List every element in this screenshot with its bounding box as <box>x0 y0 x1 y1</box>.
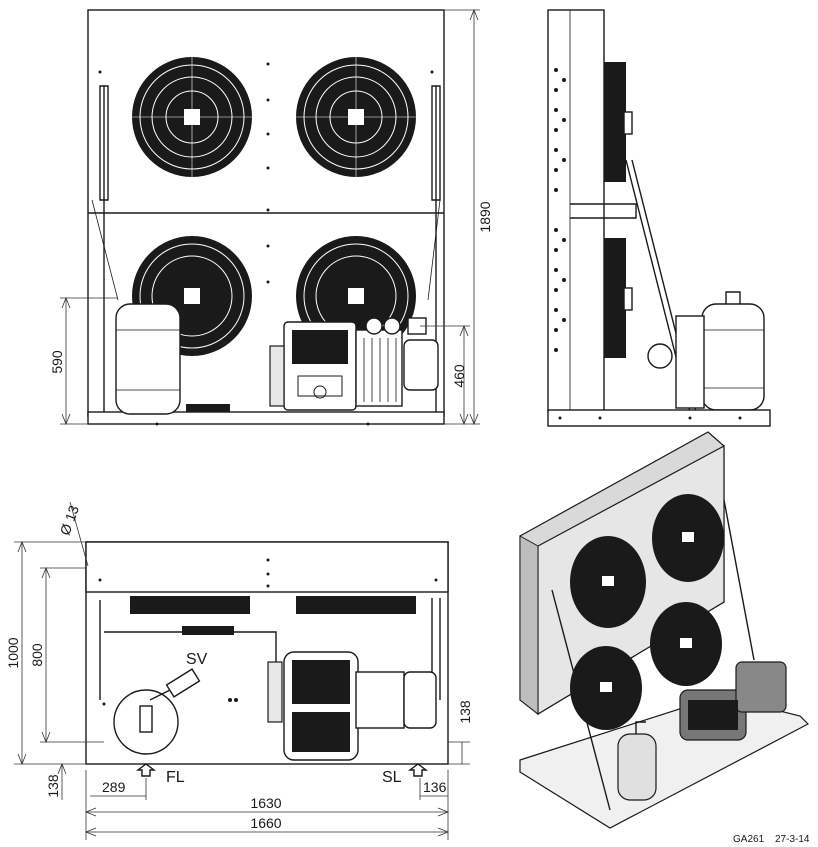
dim-590: 590 <box>49 350 65 374</box>
front-pipe-block <box>186 404 230 412</box>
label-sv: SV <box>186 651 208 668</box>
side-fan-lower <box>604 238 626 358</box>
side-compressor <box>675 315 705 409</box>
sl-connection-arrow <box>407 763 429 777</box>
side-condenser-panel <box>547 9 605 413</box>
dim-136: 136 <box>423 779 447 795</box>
iso-base-plate <box>519 695 810 829</box>
side-receiver <box>701 303 765 411</box>
front-view: 1890 590 460 <box>49 8 493 426</box>
side-view <box>547 9 771 427</box>
front-compressor <box>269 317 439 411</box>
side-fan-upper <box>604 62 626 182</box>
top-fan-left <box>130 596 250 614</box>
dim-460: 460 <box>451 364 467 388</box>
iso-compressor <box>679 661 787 741</box>
front-fan-2 <box>296 57 416 177</box>
top-fan-right <box>296 596 416 614</box>
front-fan-1 <box>132 57 252 177</box>
isometric-view <box>519 431 810 829</box>
dim-289: 289 <box>102 779 126 795</box>
side-base-frame <box>547 409 771 427</box>
dim-800: 800 <box>29 643 45 667</box>
label-fl: FL <box>166 769 185 786</box>
front-base-frame <box>87 411 445 425</box>
label-sl: SL <box>382 769 402 786</box>
fl-connection-arrow <box>135 763 157 777</box>
front-receiver <box>115 303 181 415</box>
iso-receiver <box>617 733 657 801</box>
top-view: SV FL SL <box>5 501 473 840</box>
dim-138-right: 138 <box>457 700 473 724</box>
drawing-code: GA261 <box>733 834 765 845</box>
dim-138-left: 138 <box>45 774 61 798</box>
dim-1000: 1000 <box>5 637 21 668</box>
dim-1660: 1660 <box>250 815 281 831</box>
dim-1890: 1890 <box>477 201 493 232</box>
top-condenser <box>85 541 449 593</box>
dim-1630: 1630 <box>250 795 281 811</box>
top-compressor <box>267 651 437 761</box>
drawing-date: 27-3-14 <box>775 834 810 845</box>
